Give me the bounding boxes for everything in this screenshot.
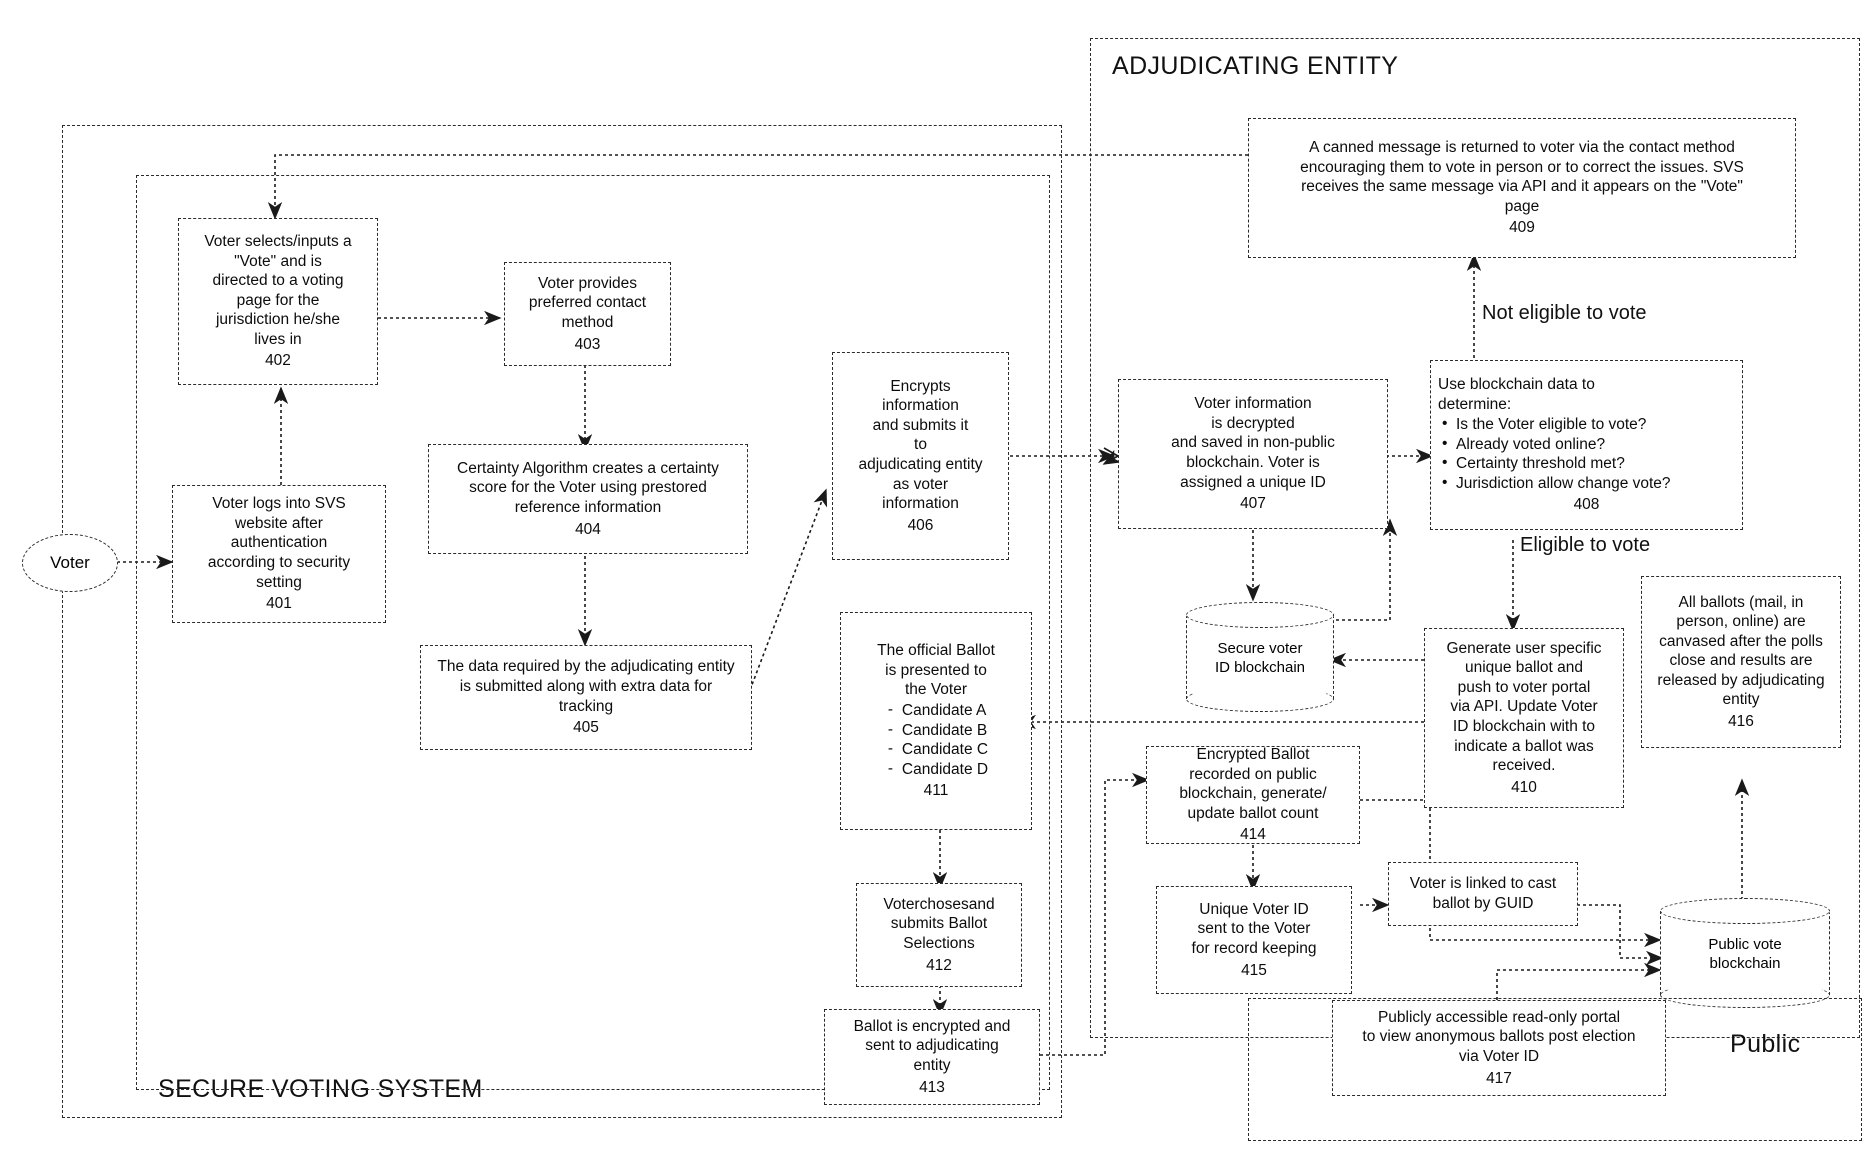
process-node-411[interactable]: The official Ballot is presented to the … [840,612,1032,830]
bullet-item: Already voted online? [1442,434,1671,455]
process-node-408-bullets: Is the Voter eligible to vote? Already v… [1438,414,1671,494]
process-node-416-ref: 416 [1728,712,1754,730]
process-node-413-text: Ballot is encrypted and sent to adjudica… [853,1017,1011,1074]
process-node-402-text: Voter selects/inputs a "Vote" and is dir… [204,233,352,348]
bullet-item: Candidate D [888,759,988,780]
cylinder-bottom [1660,982,1830,1008]
container-secure-voting-system [62,125,1062,1118]
process-node-408-ref: 408 [1573,496,1600,514]
bullet-item: Candidate B [888,720,988,741]
process-node-417-ref: 417 [1486,1069,1512,1087]
process-node-406-ref: 406 [907,516,934,534]
process-node-405[interactable]: The data required by the adjudicating en… [420,645,752,750]
cylinder-bottom [1186,686,1334,712]
container-label-public: Public [1730,1030,1801,1058]
process-node-405-text: The data required by the adjudicating en… [437,658,735,715]
container-svs-inner [136,175,1050,1090]
process-node-401-text: Voter logs into SVS website after authen… [207,495,351,591]
bullet-item: Candidate A [888,700,988,721]
terminator-voter[interactable]: Voter [22,534,118,592]
process-node-403-ref: 403 [574,335,601,353]
terminator-voter-label: Voter [50,553,90,572]
process-node-411-text: The official Ballot is presented to the … [877,642,995,699]
process-node-408-text: Use blockchain data to determine: [1438,376,1595,413]
bullet-item: Certainty threshold met? [1442,453,1671,474]
process-node-404-ref: 404 [575,520,601,538]
process-node-409[interactable]: A canned message is returned to voter vi… [1248,118,1796,258]
process-node-409-text: A canned message is returned to voter vi… [1300,139,1744,215]
process-node-417[interactable]: Publicly accessible read-only portal to … [1332,1000,1666,1096]
container-label-adjudicating-entity: ADJUDICATING ENTITY [1112,52,1399,80]
bullet-item: Jurisdiction allow change vote? [1442,473,1671,494]
process-node-412-ref: 412 [926,956,952,974]
process-node-415-text: Unique Voter ID sent to the Voter for re… [1191,900,1317,957]
process-node-406-text: Encrypts information and submits it to a… [858,377,983,513]
process-node-410[interactable]: Generate user specific unique ballot and… [1424,628,1624,808]
process-node-410-ref: 410 [1511,778,1537,796]
cylinder-body [1186,615,1334,699]
process-node-401[interactable]: Voter logs into SVS website after authen… [172,485,386,623]
process-node-413-ref: 413 [919,1078,945,1096]
process-node-412-text: Voterchosesand submits Ballot Selections [883,895,995,952]
process-node-403[interactable]: Voter provides preferred contact method … [504,262,671,366]
process-node-415[interactable]: Unique Voter ID sent to the Voter for re… [1156,886,1352,994]
process-node-417-text: Publicly accessible read-only portal to … [1362,1008,1636,1065]
datastore-secure-voter-id-blockchain-label: Secure voter ID blockchain [1214,639,1306,676]
edge-label-eligible-to-vote: Eligible to vote [1520,534,1651,556]
bullet-item: Candidate C [888,739,988,760]
process-node-408[interactable]: Use blockchain data to determine: Is the… [1430,360,1743,530]
process-node-414-ref: 414 [1240,826,1266,844]
cylinder-body [1660,911,1830,995]
process-node-411-ref: 411 [923,782,949,800]
datastore-secure-voter-id-blockchain[interactable]: Secure voter ID blockchain [1186,602,1334,712]
process-node-416[interactable]: All ballots (mail, in person, online) ar… [1641,576,1841,748]
process-node-407[interactable]: Voter information is decrypted and saved… [1118,379,1388,529]
process-node-405-ref: 405 [573,719,599,737]
process-node-410-text: Generate user specific unique ballot and… [1446,639,1602,775]
edge-label-not-eligible-to-vote: Not eligible to vote [1482,302,1647,324]
process-node-404[interactable]: Certainty Algorithm creates a certainty … [428,444,748,554]
process-node-415-ref: 415 [1241,961,1267,979]
process-node-voter-linked-guid[interactable]: Voter is linked to cast ballot by GUID [1388,862,1578,926]
bullet-item: Is the Voter eligible to vote? [1442,414,1671,435]
process-node-402[interactable]: Voter selects/inputs a "Vote" and is dir… [178,218,378,385]
process-node-412[interactable]: Voterchosesand submits Ballot Selections… [856,883,1022,987]
process-node-416-text: All ballots (mail, in person, online) ar… [1657,593,1825,709]
process-node-411-bullets: Candidate A Candidate B Candidate C Cand… [884,700,988,780]
datastore-public-vote-blockchain-label: Public vote blockchain [1708,935,1782,972]
process-node-voter-linked-guid-text: Voter is linked to cast ballot by GUID [1409,875,1557,912]
datastore-public-vote-blockchain[interactable]: Public vote blockchain [1660,898,1830,1008]
process-node-401-ref: 401 [266,595,292,613]
process-node-404-text: Certainty Algorithm creates a certainty … [457,459,719,516]
process-node-406[interactable]: Encrypts information and submits it to a… [832,352,1009,560]
process-node-402-ref: 402 [265,352,291,370]
container-public [1248,998,1862,1141]
cylinder-top [1660,898,1830,924]
process-node-414-text: Encrypted Ballot recorded on public bloc… [1179,746,1327,822]
cylinder-top [1186,602,1334,628]
process-node-407-text: Voter information is decrypted and saved… [1171,395,1335,491]
process-node-407-ref: 407 [1240,495,1266,513]
process-node-414[interactable]: Encrypted Ballot recorded on public bloc… [1146,746,1360,844]
process-node-409-ref: 409 [1509,219,1535,237]
process-node-413[interactable]: Ballot is encrypted and sent to adjudica… [824,1009,1040,1105]
process-node-403-text: Voter provides preferred contact method [528,274,647,331]
